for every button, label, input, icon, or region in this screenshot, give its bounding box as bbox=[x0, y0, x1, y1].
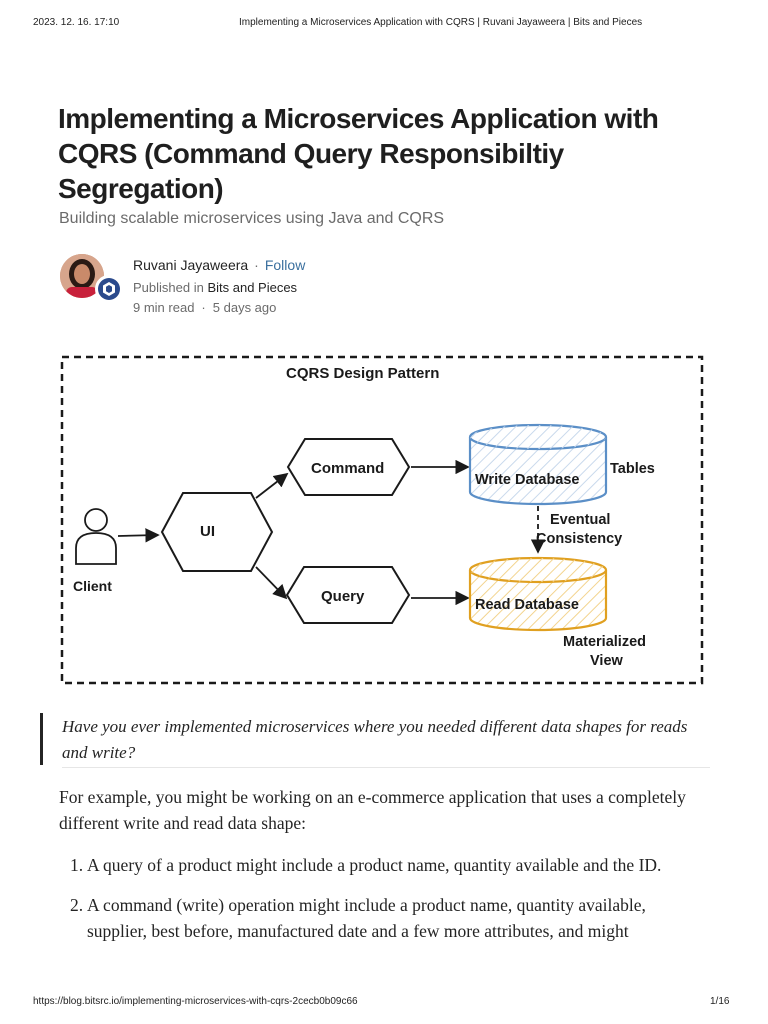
blockquote: Have you ever implemented microservices … bbox=[62, 717, 688, 762]
arrow-ui-command bbox=[255, 472, 289, 499]
ordered-list: 1. A query of a product might include a … bbox=[59, 852, 709, 958]
separator-dot: · bbox=[254, 257, 259, 273]
command-hexagon bbox=[286, 438, 411, 496]
list-item: 2. A command (write) operation might inc… bbox=[59, 892, 709, 944]
list-item-number: 1. bbox=[70, 855, 84, 875]
diagram-border bbox=[60, 355, 704, 685]
query-label: Query bbox=[321, 588, 365, 605]
follow-button[interactable]: Follow bbox=[264, 257, 306, 273]
author-avatar[interactable] bbox=[60, 254, 104, 298]
article-title: Implementing a Microservices Application… bbox=[58, 103, 659, 204]
author-line: Ruvani Jayaweera · Follow bbox=[133, 257, 305, 273]
client-label: Client bbox=[73, 578, 112, 594]
read-database bbox=[468, 556, 608, 632]
read-database-label: Read Database bbox=[475, 597, 579, 613]
print-page-number: 1/16 bbox=[710, 996, 730, 1007]
read-time: 9 min read bbox=[133, 300, 195, 315]
ui-label: UI bbox=[200, 523, 215, 540]
list-item-number: 2. bbox=[70, 895, 84, 915]
view-label: View bbox=[590, 653, 624, 669]
print-datetime: 2023. 12. 16. 17:10 bbox=[33, 17, 120, 28]
print-url: https://blog.bitsrc.io/implementing-micr… bbox=[33, 996, 358, 1007]
ui-hexagon bbox=[160, 492, 274, 572]
query-hexagon bbox=[285, 566, 411, 624]
body-paragraph: For example, you might be working on an … bbox=[59, 787, 686, 833]
consistency-label: Consistency bbox=[536, 531, 622, 547]
write-database-label: Write Database bbox=[475, 472, 580, 488]
bits-and-pieces-logo-icon bbox=[98, 278, 120, 300]
list-item: 1. A query of a product might include a … bbox=[59, 852, 709, 878]
client-icon bbox=[75, 508, 117, 565]
publication-badge[interactable] bbox=[95, 275, 123, 303]
author-name[interactable]: Ruvani Jayaweera bbox=[133, 257, 249, 273]
list-item-text: A query of a product might include a pro… bbox=[87, 855, 662, 875]
command-label: Command bbox=[311, 460, 384, 477]
print-page-title: Implementing a Microservices Application… bbox=[239, 17, 643, 28]
arrow-ui-query bbox=[255, 566, 288, 600]
cqrs-diagram: CQRS Design Pattern Client UI Command Qu… bbox=[60, 355, 704, 685]
publication-link[interactable]: Bits and Pieces bbox=[207, 280, 298, 295]
published-date: 5 days ago bbox=[212, 300, 277, 315]
published-in-label: Published in bbox=[133, 280, 204, 295]
blockquote-bar bbox=[40, 713, 43, 765]
arrow-client-ui bbox=[117, 528, 160, 543]
diagram-title: CQRS Design Pattern bbox=[286, 365, 439, 382]
eventual-label: Eventual bbox=[550, 512, 610, 528]
separator-dot: · bbox=[201, 300, 206, 315]
avatar-photo bbox=[60, 254, 104, 298]
materialized-label: Materialized bbox=[563, 634, 646, 650]
divider bbox=[62, 767, 710, 768]
article-subtitle: Building scalable microservices using Ja… bbox=[59, 210, 445, 227]
article-meta: 9 min read · 5 days ago bbox=[133, 300, 276, 315]
publication-line: Published in Bits and Pieces bbox=[133, 280, 297, 295]
write-database bbox=[468, 423, 608, 506]
list-item-text: A command (write) operation might includ… bbox=[87, 895, 646, 941]
tables-label: Tables bbox=[610, 461, 655, 477]
